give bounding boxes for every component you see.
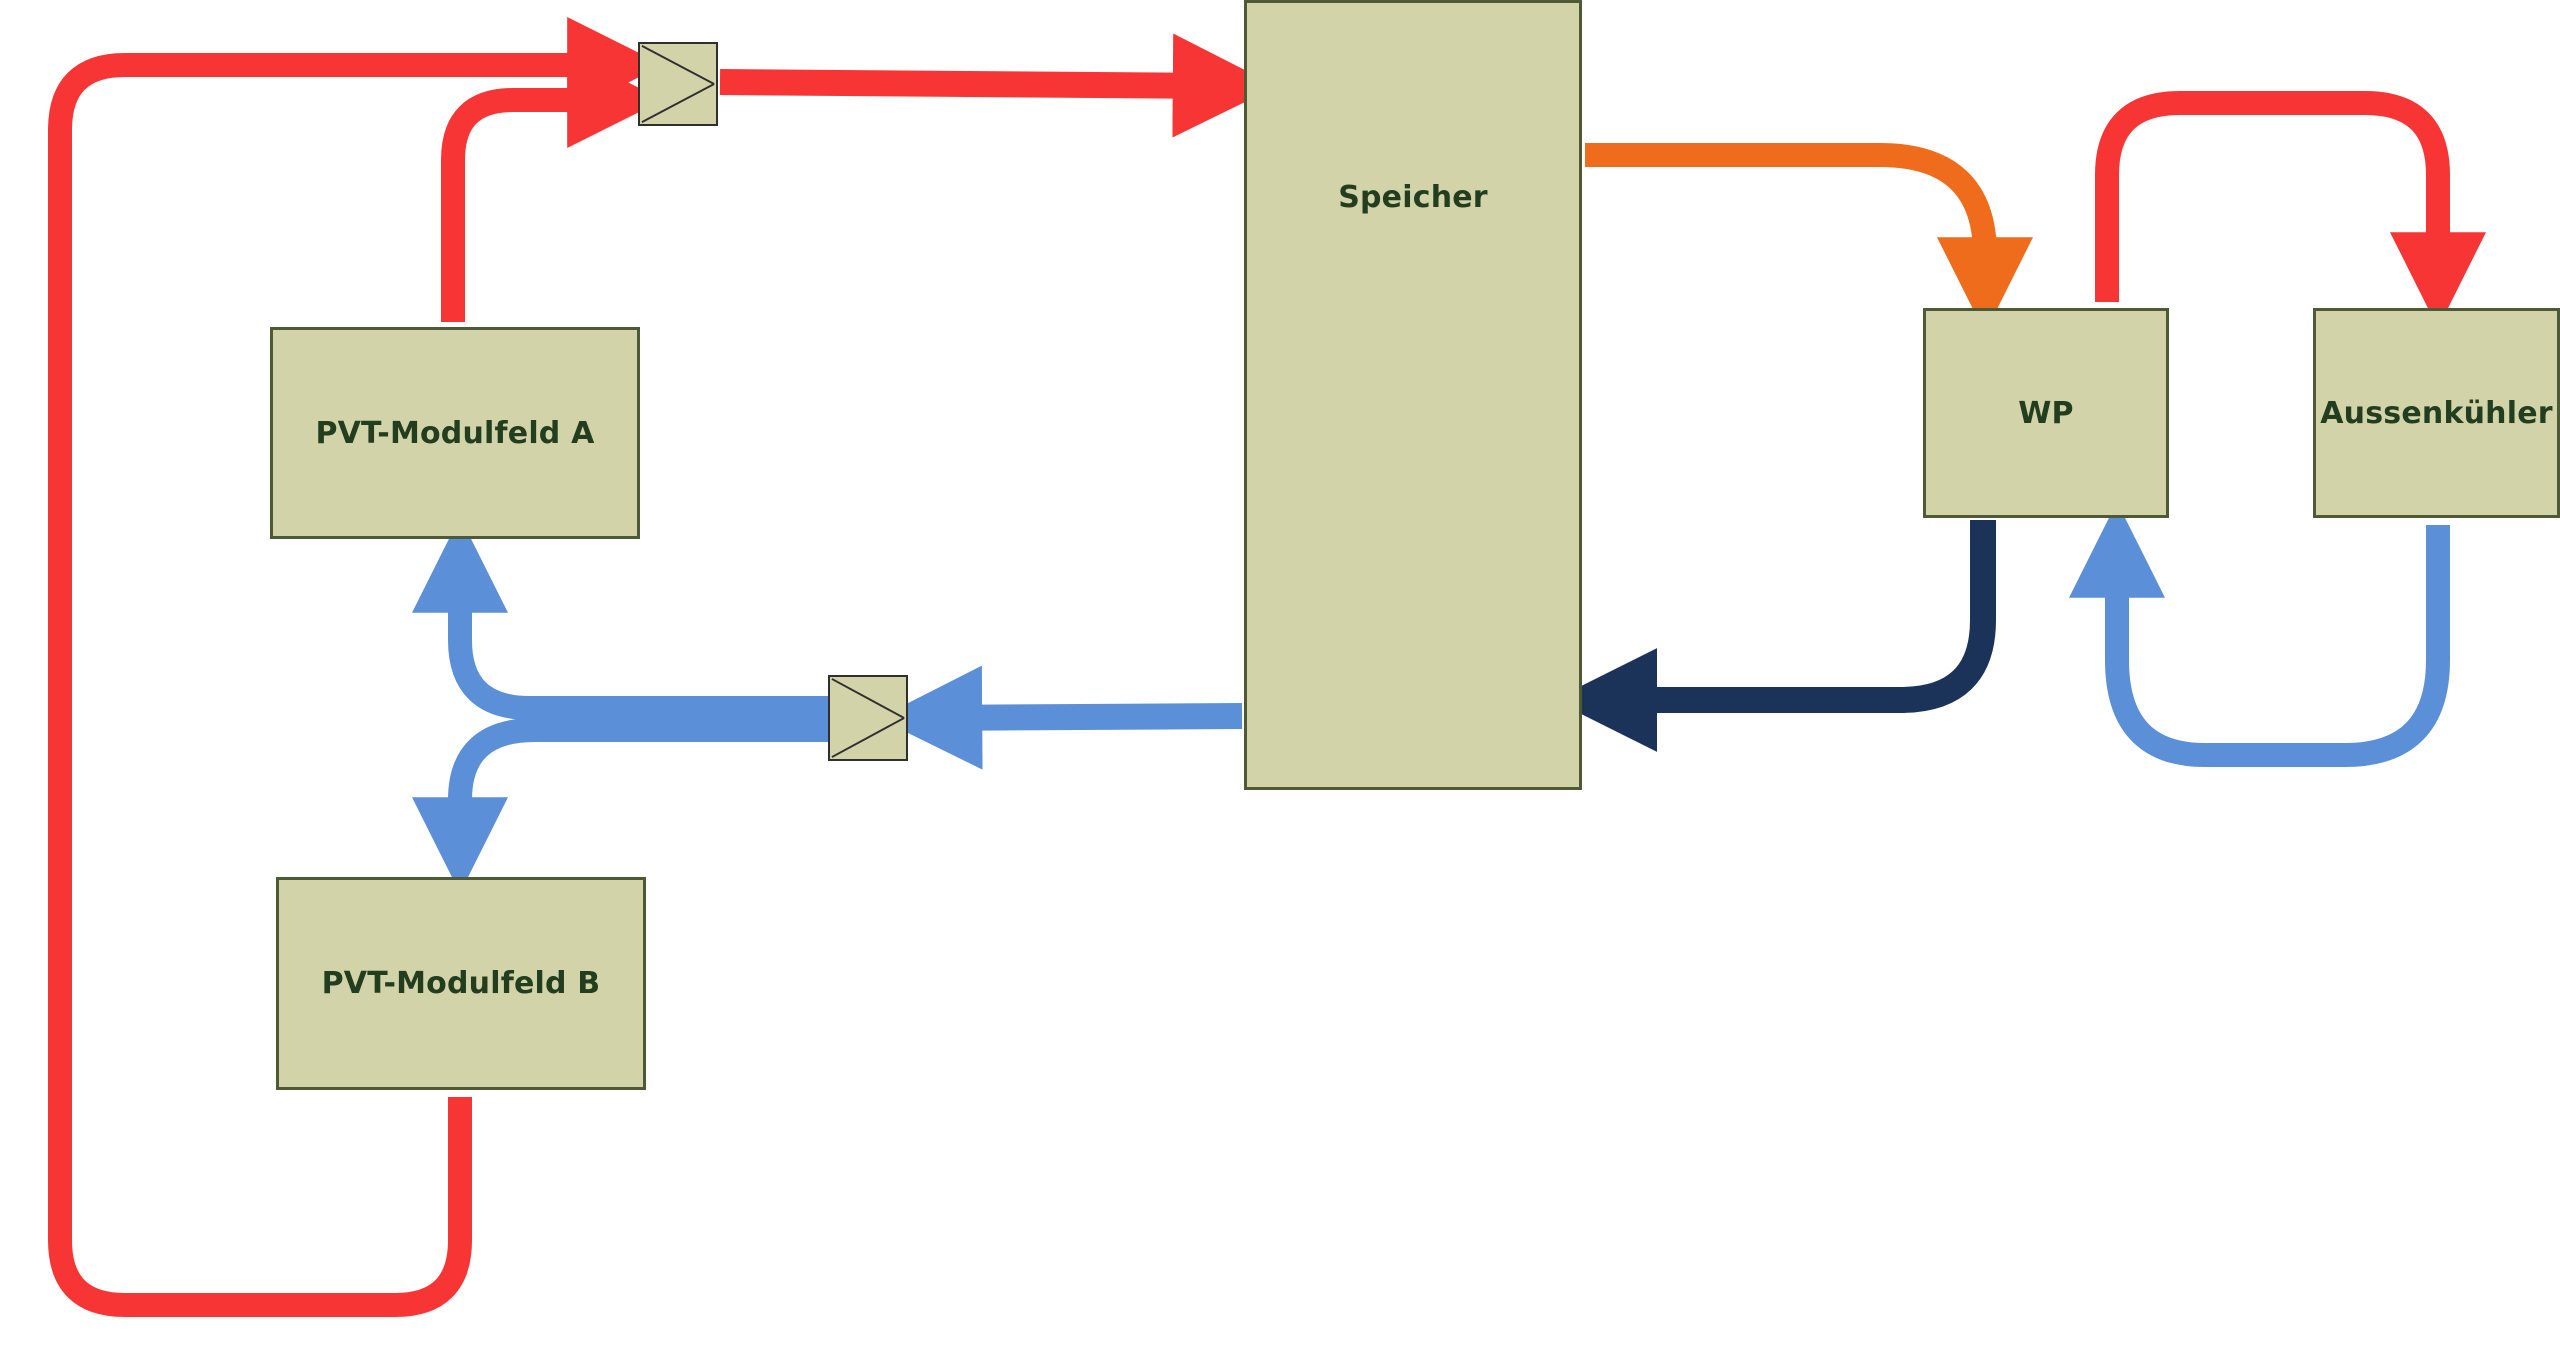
valve-top-icon: [641, 45, 715, 123]
speicher-label: Speicher: [1338, 180, 1488, 215]
pipe-valve-to-speicher: [719, 33, 1277, 138]
pvt-modulfeld-a-label: PVT-Modulfeld A: [315, 415, 595, 451]
pipe-aussen-to-wp: [2069, 501, 2450, 767]
pipe-pvt-a-supply: [441, 52, 664, 322]
wp-label: WP: [2018, 395, 2074, 431]
speicher-box: Speicher: [1244, 0, 1582, 790]
pipe-wp-to-aussen: [2095, 91, 2486, 329]
aussenkuehler-box: Aussenkühler: [2313, 308, 2560, 518]
pvt-modulfeld-b-label: PVT-Modulfeld B: [321, 966, 601, 1001]
pipe-speicher-to-wp: [1585, 143, 2033, 334]
aussenkuehler-label: Aussenkühler: [2320, 395, 2553, 431]
wp-box: WP: [1923, 308, 2169, 518]
pvt-modulfeld-a-box: PVT-Modulfeld A: [270, 327, 640, 539]
valve-bottom-icon: [831, 678, 905, 758]
pipe-return-pvt-b: [412, 718, 828, 894]
pvt-modulfeld-b-box: PVT-Modulfeld B: [276, 877, 646, 1090]
pipe-pvt-b-supply: [48, 17, 664, 1317]
pipe-wp-to-speicher: [1553, 520, 1996, 752]
pipe-return-pvt-a: [412, 516, 828, 720]
mixing-valve-top: [638, 42, 718, 126]
pipe-speicher-return: [878, 665, 1243, 770]
mixing-valve-bottom: [828, 675, 908, 761]
